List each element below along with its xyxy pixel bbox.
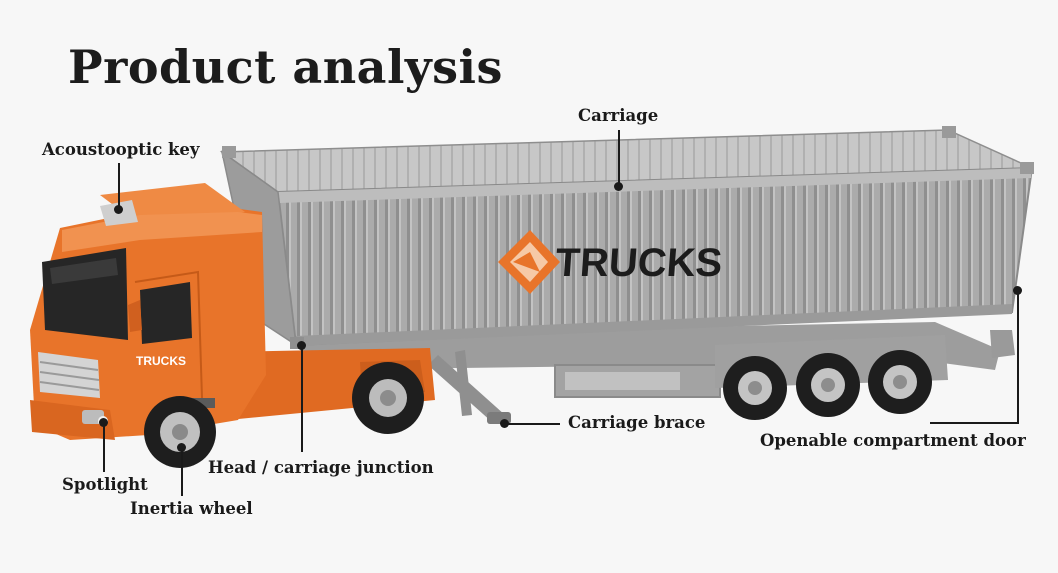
cab-badge: TRUCKS xyxy=(136,354,186,368)
leader-openable-compartment-door-h xyxy=(930,422,1019,424)
carriage-container: TRUCKS xyxy=(219,126,1034,349)
marker-carriage-brace xyxy=(500,419,509,428)
label-carriage-brace: Carriage brace xyxy=(568,413,706,432)
leader-carriage xyxy=(618,130,620,185)
leader-head-carriage-junction xyxy=(301,348,303,452)
label-openable-compartment-door: Openable compartment door xyxy=(760,431,1026,450)
marker-spotlight xyxy=(99,418,108,427)
page-title: Product analysis xyxy=(68,40,503,94)
leader-openable-compartment-door xyxy=(1017,292,1019,423)
brand-logo: TRUCKS xyxy=(498,230,724,294)
label-acoustooptic-key: Acoustooptic key xyxy=(42,140,200,159)
label-head-carriage-junction: Head / carriage junction xyxy=(208,458,434,477)
leader-carriage-brace xyxy=(506,423,560,425)
marker-openable-compartment-door xyxy=(1013,286,1022,295)
marker-acoustooptic-key xyxy=(114,205,123,214)
label-carriage: Carriage xyxy=(578,106,659,125)
truck-cab: TRUCKS xyxy=(30,183,266,440)
leader-acoustooptic-key xyxy=(118,163,120,208)
leader-spotlight xyxy=(103,424,105,472)
leader-inertia-wheel xyxy=(181,448,183,496)
marker-head-carriage-junction xyxy=(297,341,306,350)
tractor-chassis xyxy=(225,348,435,434)
inertia-wheel-graphic xyxy=(144,396,216,468)
label-inertia-wheel: Inertia wheel xyxy=(130,499,253,518)
trailer-wheels xyxy=(715,330,1015,420)
marker-inertia-wheel xyxy=(177,443,186,452)
brand-text: TRUCKS xyxy=(554,241,724,285)
marker-carriage xyxy=(614,182,623,191)
label-spotlight: Spotlight xyxy=(62,475,148,494)
